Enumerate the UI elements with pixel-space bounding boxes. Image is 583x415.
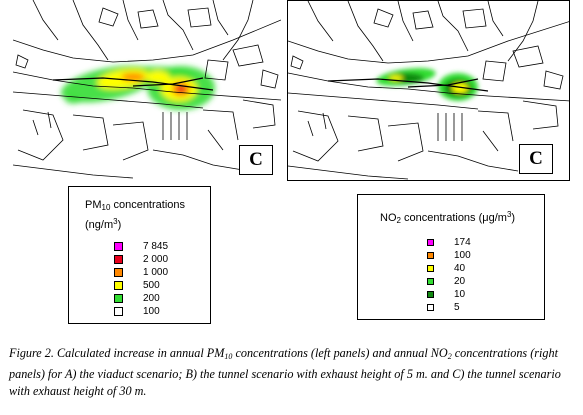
no2-legend-row: 174 [427,237,471,248]
pm10-map-panel: C [13,0,281,181]
figure-caption: Figure 2. Calculated increase in annual … [9,346,561,398]
no2-legend: NO2 concentrations (μg/m3) 174 100 40 20… [357,194,545,320]
no2-road-lines [327,78,489,92]
legend-swatch [114,281,123,290]
pm10-legend-row: 1 000 [114,267,168,278]
pm10-map [13,0,281,179]
legend-swatch [114,242,123,251]
pm10-legend: PM10 concentrations (ng/m3) 7 845 2 000 … [68,186,211,324]
pm10-road-lines [52,77,214,91]
no2-legend-row: 20 [427,276,465,287]
no2-legend-title: NO2 concentrations (μg/m3) [380,210,516,225]
pm10-panel-label: C [239,145,273,175]
pm10-legend-row: 200 [114,293,160,304]
no2-map [288,1,569,180]
legend-swatch [427,278,434,285]
legend-swatch [114,255,123,264]
legend-swatch [427,239,434,246]
no2-map-panel: C [287,0,570,181]
no2-legend-row: 10 [427,289,465,300]
no2-legend-row: 5 [427,302,460,313]
pm10-legend-title: PM10 concentrations (ng/m3) [85,199,186,231]
no2-legend-row: 40 [427,263,465,274]
legend-swatch [427,291,434,298]
pm10-legend-row: 2 000 [114,254,168,265]
legend-swatch [114,294,123,303]
legend-swatch [114,268,123,277]
pm10-street-outlines [13,0,281,179]
pm10-legend-row: 100 [114,306,160,317]
legend-swatch [427,304,434,311]
no2-panel-label: C [519,144,553,174]
pm10-legend-row: 7 845 [114,241,168,252]
legend-swatch [427,265,434,272]
no2-street-outlines [288,1,569,180]
legend-swatch [427,252,434,259]
legend-swatch [114,307,123,316]
no2-legend-row: 100 [427,250,471,261]
pm10-legend-row: 500 [114,280,160,291]
